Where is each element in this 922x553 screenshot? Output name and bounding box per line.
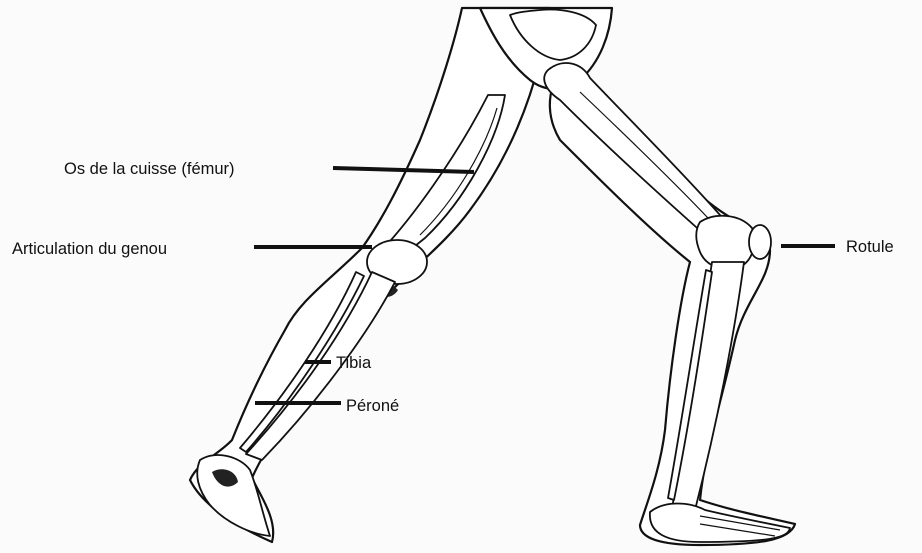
fibula-label: Péroné xyxy=(346,397,399,415)
knee-joint-label: Articulation du genou xyxy=(12,240,167,258)
femur-label: Os de la cuisse (fémur) xyxy=(64,160,235,178)
back-leg xyxy=(190,8,550,542)
back-foot-bones xyxy=(197,455,270,536)
tibia-label: Tibia xyxy=(336,354,372,372)
patella-bone xyxy=(749,225,771,259)
patella-label: Rotule xyxy=(846,238,894,256)
